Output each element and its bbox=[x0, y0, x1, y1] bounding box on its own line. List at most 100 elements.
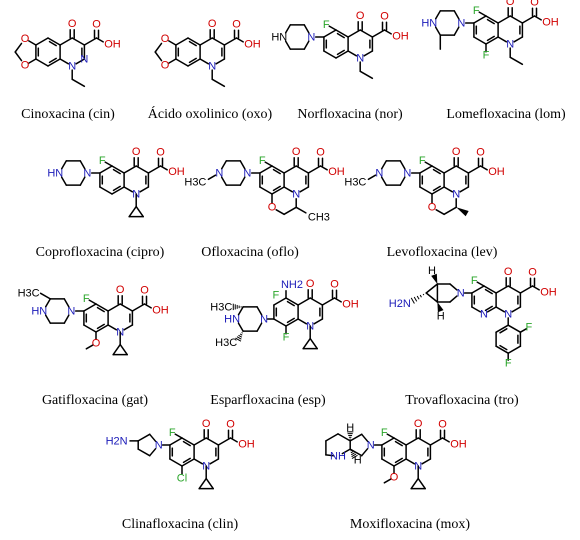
piperazine-nh: HN bbox=[224, 313, 240, 325]
methyl-group: H3C bbox=[344, 177, 366, 189]
ring-bond bbox=[497, 36, 508, 43]
methyl-bond bbox=[39, 292, 52, 300]
piperazine-n: N bbox=[260, 313, 268, 325]
oxazine-bond bbox=[283, 206, 297, 216]
double-bond-line bbox=[112, 185, 121, 192]
ring-bond bbox=[471, 285, 485, 294]
stereo-h-hash bbox=[350, 449, 352, 452]
compound-caption: Esparfloxacina (esp) bbox=[210, 393, 326, 408]
ring-bond bbox=[135, 165, 150, 174]
quinolone-n1: N bbox=[68, 60, 76, 72]
ring-bond bbox=[107, 324, 118, 331]
hydroxyl-group: OH bbox=[450, 438, 467, 450]
piperazine-bond bbox=[239, 176, 246, 186]
pyrrolidine-n: N bbox=[155, 439, 163, 451]
carboxyl-oxygen: O bbox=[232, 19, 241, 31]
carboxyl-oxygen: O bbox=[140, 285, 149, 297]
stereo-h-wedge bbox=[437, 301, 444, 313]
stereo-methyl-hash bbox=[238, 334, 243, 338]
hydrogen-atom: H bbox=[354, 454, 362, 466]
aryl-ring-bond bbox=[507, 324, 522, 333]
oxazine-bond bbox=[443, 206, 457, 216]
ring-bond bbox=[511, 306, 522, 313]
compound-caption: Clinafloxacina (clin) bbox=[122, 517, 239, 532]
amino-group: NH2 bbox=[281, 279, 303, 291]
carboxyl-bond bbox=[307, 165, 322, 174]
ring-bond bbox=[215, 58, 226, 65]
stereo-amine-hash bbox=[410, 297, 415, 304]
ring-bond bbox=[273, 318, 287, 327]
cyclopropyl-ring bbox=[205, 477, 214, 490]
cyclopropyl-ring bbox=[128, 205, 137, 218]
piperazine-bond bbox=[453, 26, 460, 36]
piperidine-bond bbox=[341, 448, 351, 455]
carbonyl-oxygen: O bbox=[414, 418, 423, 430]
ethyl-bond bbox=[71, 78, 86, 88]
methyl-group: H3C bbox=[215, 337, 237, 349]
double-bond-line bbox=[286, 300, 295, 307]
ring-bond bbox=[283, 165, 297, 174]
ring-bond bbox=[405, 458, 416, 465]
ring-bond bbox=[35, 37, 49, 46]
carboxyl-oxygen: O bbox=[438, 419, 447, 431]
fluorine-atom: F bbox=[483, 50, 490, 62]
double-bond-line bbox=[336, 32, 345, 39]
double-bond-line bbox=[336, 49, 345, 56]
ring-bond bbox=[283, 186, 294, 193]
piperidine-bond bbox=[337, 433, 351, 442]
piperazine-bond bbox=[220, 176, 228, 186]
dioxole-bond bbox=[14, 42, 23, 53]
double-bond-line bbox=[394, 457, 403, 464]
carboxyl-oh-bond bbox=[383, 29, 392, 35]
ring-bond bbox=[485, 36, 499, 45]
double-bond-line bbox=[486, 18, 495, 25]
dioxole-bond bbox=[14, 51, 23, 62]
cyclopropyl-ring bbox=[410, 477, 419, 490]
piperazine-bond bbox=[237, 306, 244, 316]
ring-bond bbox=[509, 15, 524, 24]
double-bond-line bbox=[484, 288, 493, 295]
ring-bond bbox=[393, 458, 407, 467]
carboxyl-oh-bond bbox=[95, 37, 104, 43]
ring-bond bbox=[513, 36, 524, 43]
carbonyl-oxygen: O bbox=[292, 146, 301, 158]
quinolone-n1: N bbox=[356, 52, 364, 64]
ring-bond bbox=[405, 437, 419, 446]
methyl-bond bbox=[295, 206, 307, 214]
ring-bond bbox=[486, 306, 497, 313]
ring-bond bbox=[59, 37, 73, 46]
ring-bond bbox=[123, 186, 134, 193]
carbonyl-oxygen: O bbox=[306, 278, 315, 290]
ring-bond bbox=[111, 186, 125, 195]
double-bond-line bbox=[112, 168, 121, 175]
fluorine-atom: F bbox=[169, 427, 176, 439]
pyrrolidine-bond bbox=[148, 448, 157, 457]
carboxyl-oh-bond bbox=[479, 165, 488, 171]
ring-bond bbox=[139, 186, 150, 193]
hydroxyl-group: OH bbox=[542, 16, 559, 28]
quinolone-n1: N bbox=[506, 38, 514, 50]
stereo-amine-hash bbox=[413, 296, 418, 302]
carboxyl-bond bbox=[467, 165, 482, 174]
fluorine-atom: F bbox=[83, 293, 90, 305]
fluoro-bond bbox=[519, 328, 528, 333]
ethyl-bond bbox=[509, 56, 524, 66]
ring-bond bbox=[323, 29, 337, 38]
ring-bond bbox=[471, 306, 482, 313]
double-bond-line bbox=[272, 185, 281, 192]
ethyl-bond bbox=[211, 78, 226, 88]
dioxole-oxygen: O bbox=[161, 33, 170, 45]
carbonyl-oxygen: O bbox=[208, 18, 217, 30]
ring-bond bbox=[271, 186, 285, 195]
carboxyl-oh-bond bbox=[229, 437, 238, 443]
chlorine-atom: Cl bbox=[177, 473, 187, 485]
double-bond-line bbox=[48, 40, 57, 47]
piperazine-bond bbox=[303, 24, 310, 34]
ring-bond bbox=[123, 165, 137, 174]
methoxy-oxygen: O bbox=[92, 338, 101, 350]
fluorine-atom: F bbox=[419, 155, 426, 167]
ring-bond bbox=[507, 285, 522, 294]
